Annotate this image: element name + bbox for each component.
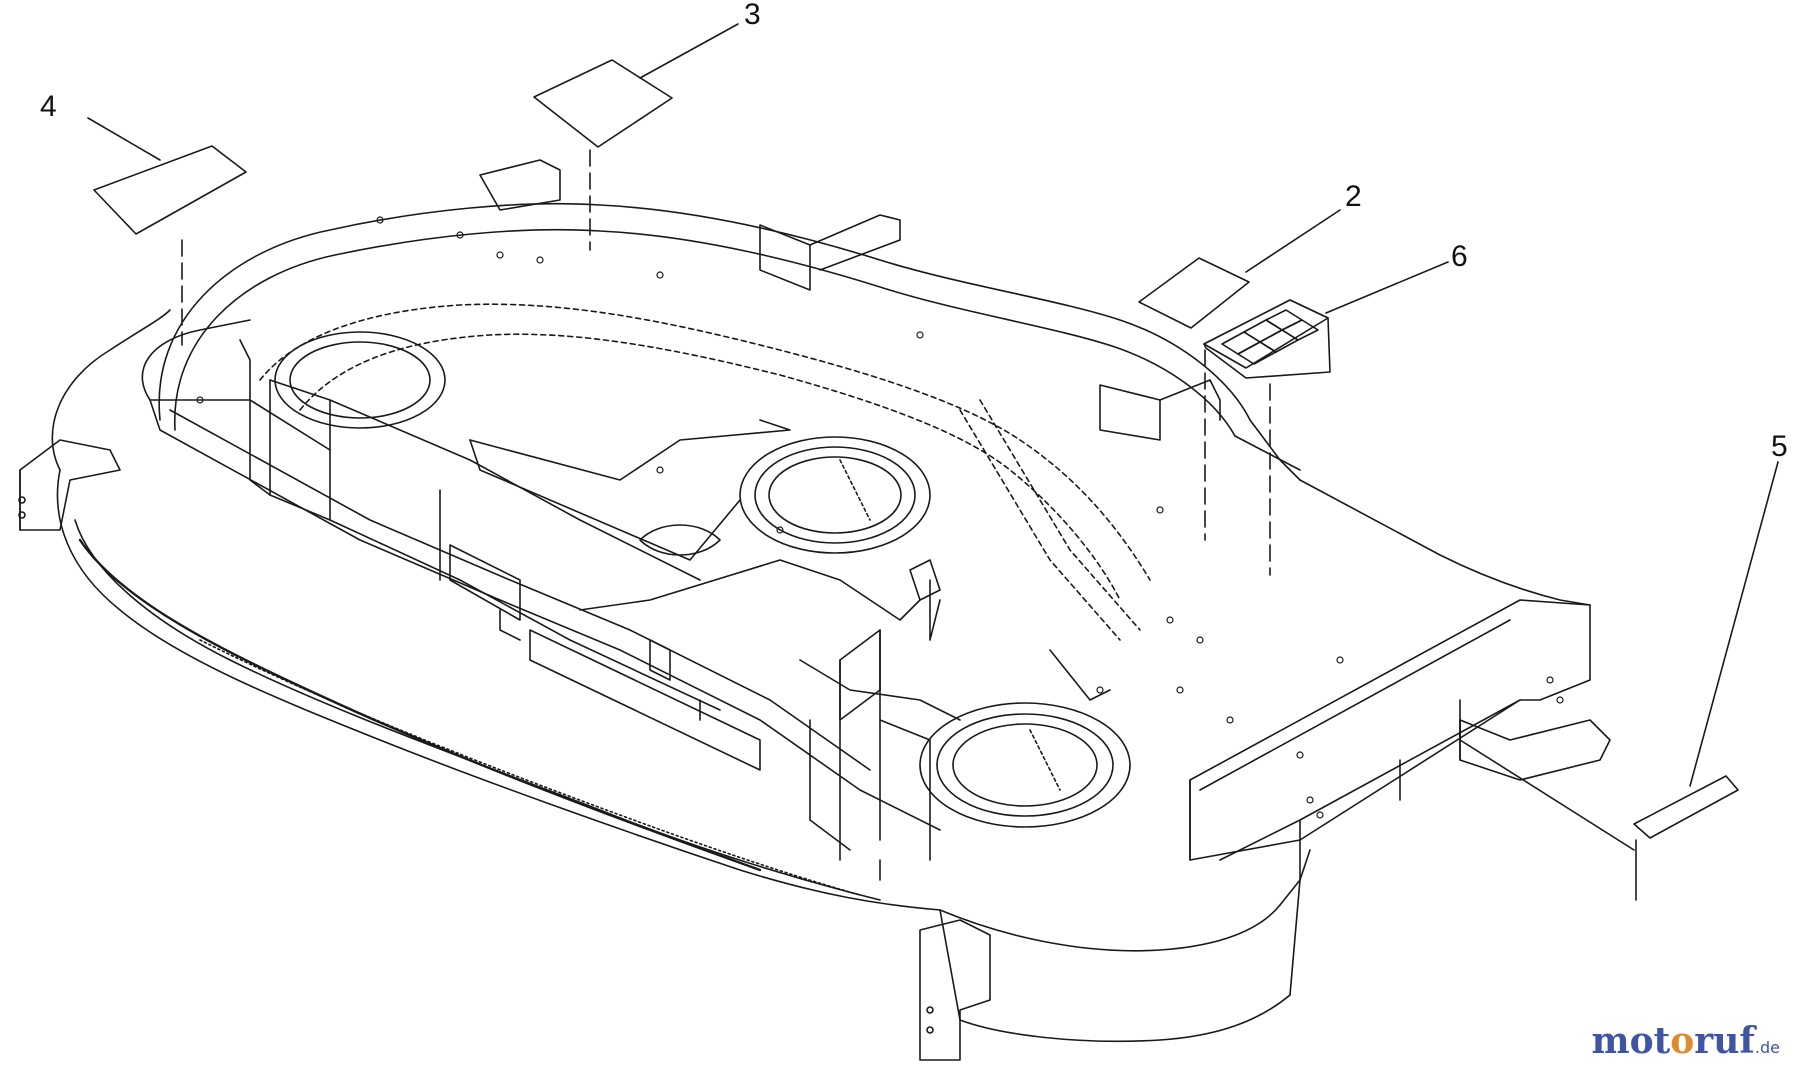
callout-2: 2 — [1345, 180, 1362, 213]
leader-2 — [1245, 209, 1341, 273]
callout-3: 3 — [744, 0, 761, 31]
callout-6: 6 — [1451, 240, 1468, 273]
watermark-part-3: ruf — [1694, 1020, 1755, 1062]
watermark-tld: .de — [1754, 1038, 1780, 1057]
watermark-part-2: o — [1670, 1020, 1695, 1062]
decal-2 — [1138, 257, 1250, 541]
callout-4: 4 — [40, 90, 57, 123]
decal-3 — [533, 59, 673, 251]
decal-5 — [1459, 699, 1739, 901]
leader-5 — [1689, 461, 1779, 787]
leader-3 — [639, 23, 739, 79]
mower-deck — [18, 159, 1611, 1061]
motoruf-watermark: motoruf.de — [1592, 1020, 1780, 1062]
decal-4 — [93, 145, 247, 346]
callout-5: 5 — [1771, 430, 1788, 463]
decal-6 — [1203, 299, 1331, 576]
watermark-part-1: mot — [1591, 1020, 1671, 1062]
leader-4 — [87, 117, 161, 161]
leader-6 — [1325, 261, 1449, 314]
